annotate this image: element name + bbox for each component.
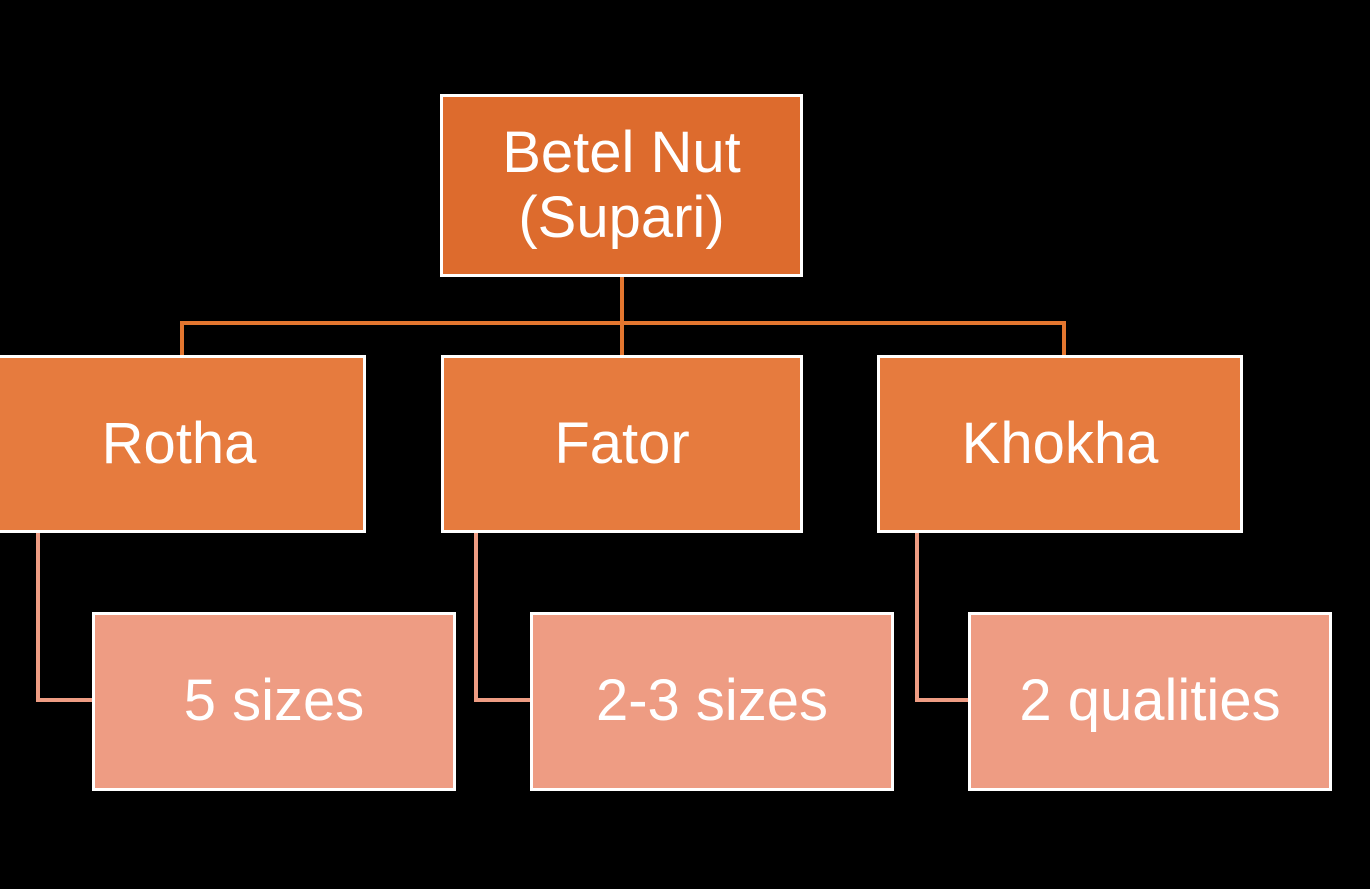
node-leaf-khokha-qualities[interactable]: 2 qualities [968, 612, 1332, 791]
node-branch-rotha-label: Rotha [101, 410, 257, 476]
connector-leaf-arm-fator [474, 698, 532, 702]
connector-leaf-drop-khokha [915, 533, 919, 702]
node-leaf-fator-sizes-label: 2-3 sizes [595, 668, 829, 734]
node-leaf-khokha-qualities-label: 2 qualities [1019, 668, 1281, 734]
connector-branch-drop-fator [620, 321, 624, 357]
node-leaf-rotha-sizes[interactable]: 5 sizes [92, 612, 456, 791]
connector-leaf-drop-rotha [36, 533, 40, 702]
connector-leaf-drop-fator [474, 533, 478, 702]
node-branch-fator[interactable]: Fator [441, 355, 803, 533]
node-leaf-fator-sizes[interactable]: 2-3 sizes [530, 612, 894, 791]
node-branch-rotha[interactable]: Rotha [0, 355, 366, 533]
node-root-label: Betel Nut (Supari) [502, 119, 741, 250]
node-leaf-rotha-sizes-label: 5 sizes [183, 668, 365, 734]
connector-branch-drop-khokha [1062, 321, 1066, 357]
node-root-betel-nut[interactable]: Betel Nut (Supari) [440, 94, 803, 277]
connector-leaf-arm-khokha [915, 698, 973, 702]
node-branch-fator-label: Fator [554, 410, 690, 476]
connector-root-stem [620, 277, 624, 325]
node-branch-khokha[interactable]: Khokha [877, 355, 1243, 533]
node-branch-khokha-label: Khokha [961, 410, 1159, 476]
connector-branch-drop-rotha [180, 321, 184, 357]
connector-leaf-arm-rotha [36, 698, 94, 702]
